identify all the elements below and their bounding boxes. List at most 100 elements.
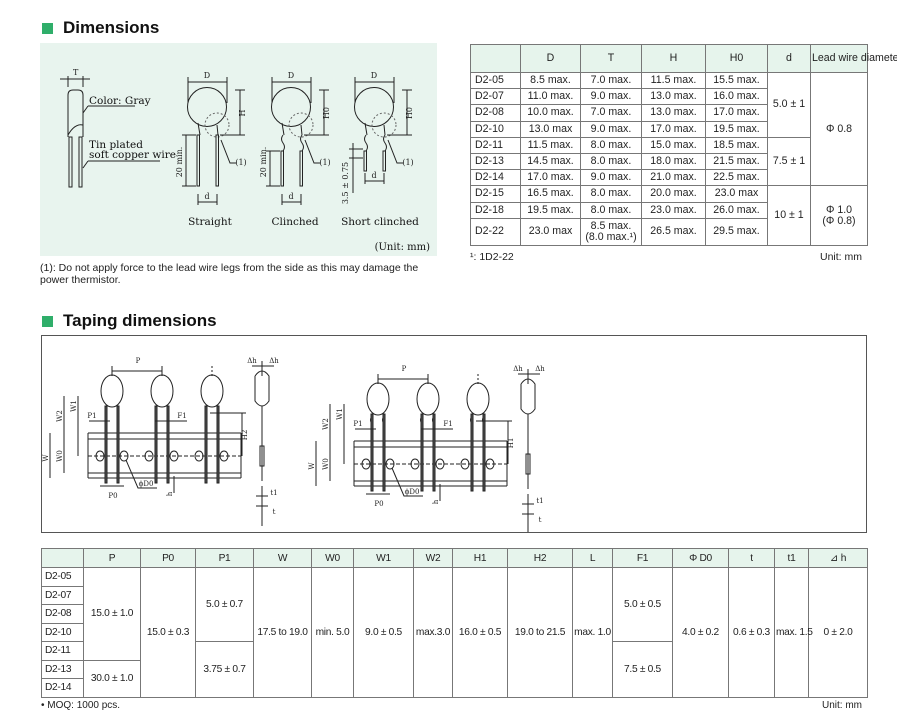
dimension-d (281, 194, 302, 205)
variant-label-straight: Straight (188, 216, 233, 228)
label-P1: P1 (353, 420, 362, 428)
F1-cell: 7.5 ± 0.5 (612, 641, 673, 698)
label-H: H (238, 109, 247, 116)
label-W2: W2 (322, 418, 330, 430)
section-title: Dimensions (63, 18, 160, 37)
taping-unit: Unit: mm (822, 700, 862, 711)
H1-cell: 16.0 ± 0.5 (452, 567, 508, 698)
label-W0: W0 (56, 450, 64, 462)
section-heading-taping: Taping dimensions (42, 311, 217, 331)
column-header: W (253, 548, 312, 568)
component-body (150, 374, 174, 408)
H-cell: 21.0 max. (641, 169, 706, 187)
lead-wire (280, 150, 284, 187)
component-body (100, 374, 124, 408)
lead-wire (382, 413, 386, 492)
T-cell: 7.0 max. (580, 104, 642, 122)
column-header: F1 (612, 548, 673, 568)
table-footnote: ¹: 1D2-22 (470, 251, 514, 263)
label-W: W (42, 454, 50, 462)
table-unit: Unit: mm (820, 251, 862, 263)
dimension-D (187, 77, 228, 103)
t1-cell: max. 1.5 (774, 567, 813, 698)
note-leader (304, 139, 320, 164)
sprocket-hole (219, 450, 229, 462)
column-header: D (520, 44, 581, 73)
model-cell: D2-15 (470, 185, 521, 203)
label-dh-left: Δh (513, 365, 523, 373)
model-cell: D2-05 (470, 71, 521, 90)
model-cell: D2-18 (470, 201, 521, 219)
carrier-tape (87, 432, 242, 479)
color-label: Color: Gray (89, 95, 151, 107)
label-H0: H0 (405, 107, 414, 119)
D-cell: 19.5 max. (520, 201, 581, 219)
sprocket-hole (169, 450, 179, 462)
label-dh-right: Δh (535, 365, 545, 373)
dimension-height (387, 89, 412, 136)
sprocket-hole (485, 458, 495, 470)
label-h: h (166, 491, 174, 496)
note-circle (288, 112, 314, 138)
P-cell: 15.0 ± 1.0 (83, 567, 141, 661)
label-W1: W1 (70, 400, 78, 412)
carrier-tape (353, 440, 508, 487)
P1-cell: 5.0 ± 0.7 (195, 567, 254, 642)
label-dh-left: Δh (247, 357, 257, 365)
column-header: H1 (452, 548, 508, 568)
lead-neck (197, 122, 219, 136)
component-body (200, 374, 224, 408)
sprocket-hole (95, 450, 105, 462)
H-cell: 23.0 max. (641, 201, 706, 219)
dimension-short (349, 143, 363, 193)
T-cell: 8.0 max. (580, 152, 642, 171)
model-cell: D2-14 (470, 169, 521, 187)
dimension-dh (518, 369, 540, 384)
lead-wire (382, 150, 386, 172)
model-cell: D2-10 (41, 622, 84, 642)
column-header: T (580, 44, 642, 73)
lead-wire (154, 405, 158, 484)
label-dh-right: Δh (269, 357, 279, 365)
lead-wire (196, 134, 200, 187)
label-t: t (273, 508, 276, 516)
sprocket-hole (144, 450, 154, 462)
H-cell: 26.5 max. (641, 217, 706, 246)
dimension-d (364, 173, 385, 184)
lead-wire (166, 405, 170, 484)
column-header: P0 (140, 548, 196, 568)
column-header: Lead wire diameter (810, 44, 897, 73)
P0-cell: 15.0 ± 0.3 (140, 567, 196, 698)
D-cell: 11.0 max. (520, 88, 581, 106)
t-cell: 0.6 ± 0.3 (728, 567, 775, 698)
thermistor-body (271, 87, 311, 127)
H0-cell: 22.5 max. (705, 169, 768, 187)
dimensions-drawing: T Color: Gray Tin plated soft copper wir… (40, 43, 437, 256)
W0-cell: min. 5.0 (311, 567, 354, 698)
heading-marker-icon (42, 22, 53, 34)
H-cell: 18.0 max. (641, 152, 706, 171)
heading-marker-icon (42, 315, 53, 327)
lead-wire (420, 413, 424, 492)
side-view-lead (525, 414, 531, 489)
lead-neck (281, 122, 303, 136)
label-P1: P1 (87, 412, 96, 420)
W1-cell: 9.0 ± 0.5 (353, 567, 414, 698)
note-circle (204, 112, 230, 138)
sprocket-hole (435, 458, 445, 470)
note-ref-label: (1) (319, 158, 330, 167)
lead-diameter-value: Φ 1.0 (825, 203, 853, 216)
column-header: H0 (705, 44, 768, 73)
dimension-20min (266, 150, 280, 187)
lead-wire (363, 150, 367, 172)
